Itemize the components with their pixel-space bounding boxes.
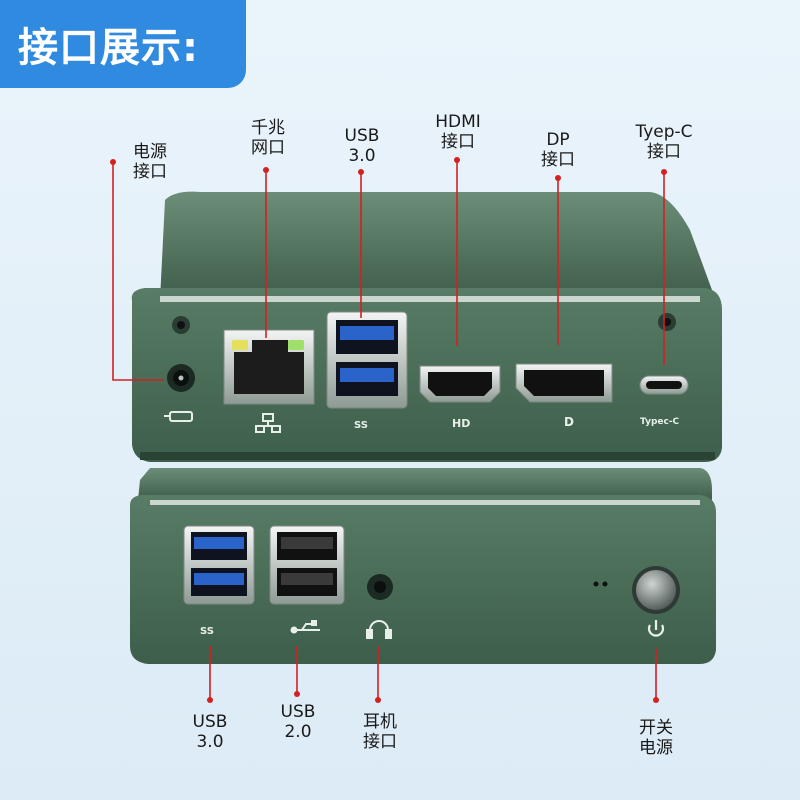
- label-power-jack: 电源 接口: [133, 142, 167, 182]
- screw-left: [172, 316, 190, 334]
- dc-power-jack: [167, 364, 195, 392]
- label-hdmi: HDMI 接口: [435, 112, 481, 152]
- headphone-jack: [367, 574, 393, 600]
- hdmi-port: [419, 365, 501, 403]
- ss-mark-top: SS: [354, 420, 368, 431]
- power-button: [632, 566, 680, 614]
- label-usb2: USB 2.0: [280, 702, 316, 742]
- network-icon: [255, 413, 281, 433]
- usb2-port-stack: [269, 525, 345, 605]
- label-dp: DP 接口: [541, 130, 575, 170]
- typec-port: [639, 375, 689, 395]
- power-plug-icon: [164, 411, 193, 422]
- label-usb3-top: USB 3.0: [344, 126, 380, 166]
- screw-right: [658, 313, 676, 331]
- label-headphone: 耳机 接口: [363, 712, 397, 752]
- label-power-button: 开关 电源: [639, 718, 673, 758]
- page-title: 接口展示:: [18, 25, 199, 71]
- power-symbol-icon: [647, 620, 665, 637]
- leader-lines: [110, 157, 667, 703]
- hdmi-mark: HD: [452, 417, 470, 430]
- usb-icon: [290, 620, 320, 634]
- ethernet-port: [223, 329, 315, 405]
- label-typec: Tyep-C 接口: [635, 122, 693, 162]
- dp-mark: D: [564, 415, 574, 429]
- label-lan-port: 千兆 网口: [251, 118, 285, 158]
- label-usb3-bottom: USB 3.0: [192, 712, 228, 752]
- ss-mark-bottom: SS: [200, 626, 214, 637]
- page-title-banner: 接口展示:: [0, 0, 246, 88]
- top-unit: [131, 191, 722, 462]
- displayport-port: [515, 363, 613, 403]
- led-indicators: [593, 581, 608, 587]
- usb3-port-stack-top: [326, 311, 408, 409]
- usb3-port-stack-bottom: [183, 525, 255, 605]
- headphone-icon: [366, 620, 392, 639]
- typec-mark: Typec-C: [640, 417, 680, 427]
